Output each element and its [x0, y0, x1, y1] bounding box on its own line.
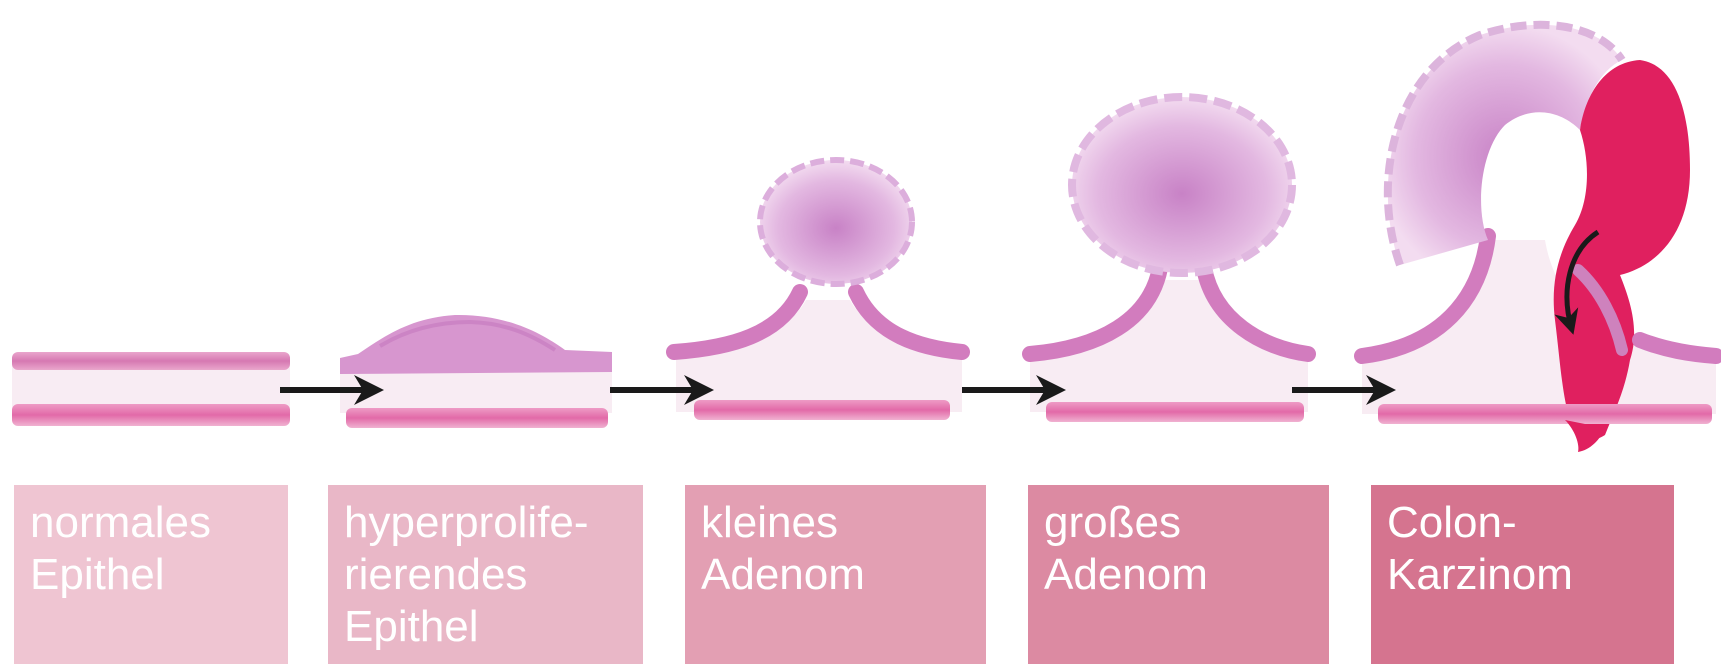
- stage-label-line: Adenom: [701, 549, 970, 601]
- stroma-layer: [12, 365, 290, 410]
- stage-label-line: Epithel: [30, 549, 272, 601]
- epithelium-layer: [12, 352, 290, 370]
- stage-label-line: normales: [30, 497, 272, 549]
- stage-label-line: Colon-: [1387, 497, 1658, 549]
- stage-label-line: kleines: [701, 497, 970, 549]
- stage-label-line: Epithel: [344, 601, 627, 653]
- stage-hyperproliferative-tissue: [340, 315, 612, 428]
- stalk-stroma: [1362, 240, 1716, 414]
- stage-colon-carcinoma-tissue: [1362, 25, 1716, 452]
- stage-normal-tissue: [12, 352, 290, 426]
- stage-label-hyperproliferative: hyperprolife- rierendes Epithel: [328, 485, 643, 664]
- stage-label-large-adenoma: großes Adenom: [1028, 485, 1329, 664]
- stage-label-line: rierendes: [344, 549, 627, 601]
- stroma-layer: [340, 368, 612, 413]
- stage-label-line: Karzinom: [1387, 549, 1658, 601]
- muscularis-layer: [694, 400, 950, 420]
- stage-label-colon-carcinoma: Colon- Karzinom: [1371, 485, 1674, 664]
- stage-label-normal: normales Epithel: [14, 485, 288, 664]
- stage-label-line: Adenom: [1044, 549, 1313, 601]
- stage-label-line: hyperprolife-: [344, 497, 627, 549]
- stage-large-adenoma-tissue: [1030, 97, 1308, 422]
- muscularis-layer: [1046, 402, 1304, 422]
- stage-small-adenoma-tissue: [674, 160, 962, 420]
- stage-label-small-adenoma: kleines Adenom: [685, 485, 986, 664]
- muscularis-layer: [12, 404, 290, 426]
- muscularis-layer: [1378, 404, 1712, 424]
- stalk-stroma: [676, 300, 962, 412]
- stage-label-line: großes: [1044, 497, 1313, 549]
- muscularis-layer: [346, 408, 608, 428]
